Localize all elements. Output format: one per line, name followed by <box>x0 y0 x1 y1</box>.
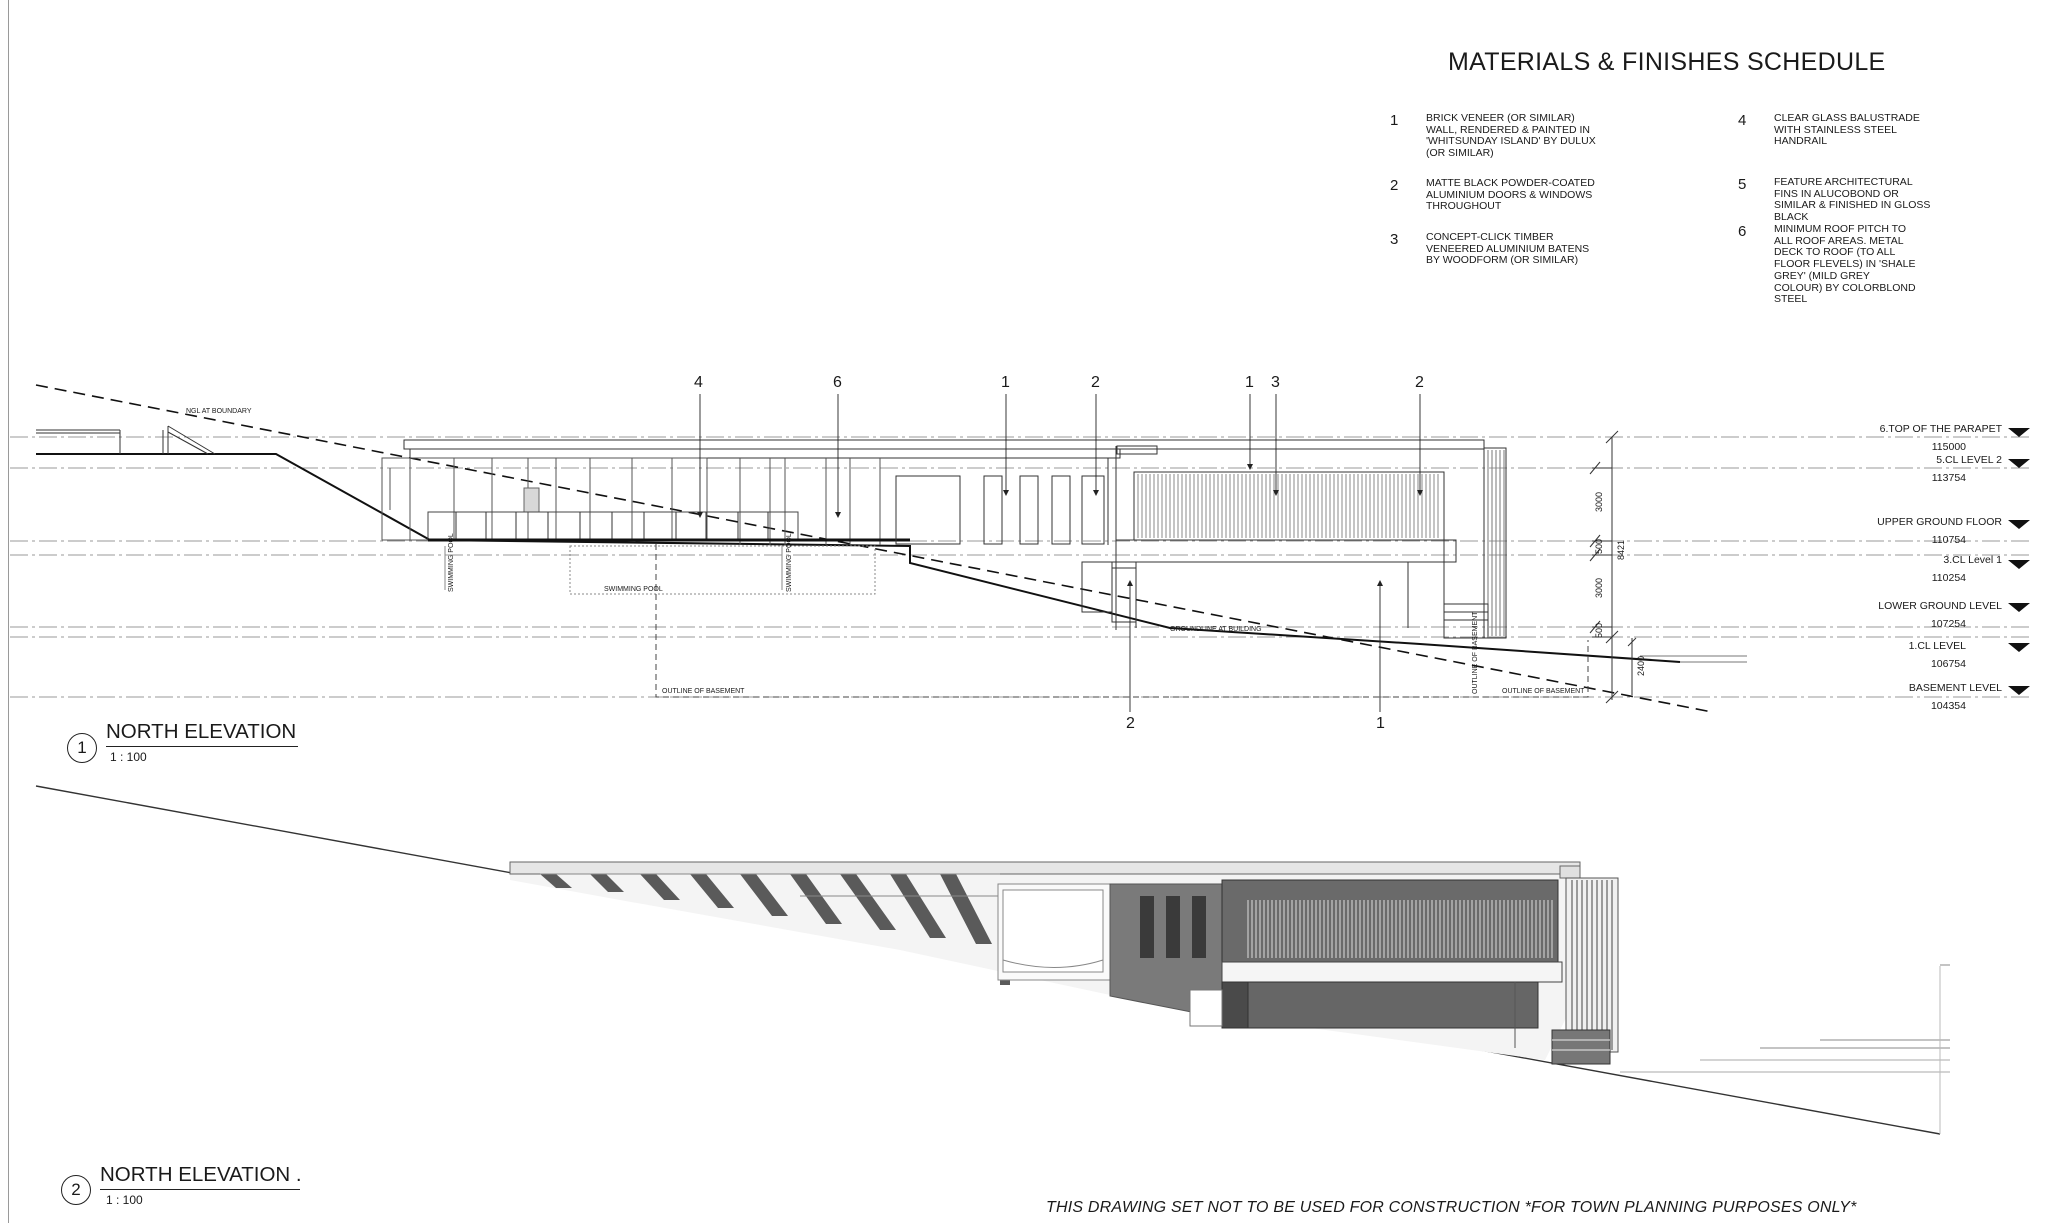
ground-profile <box>36 453 1681 663</box>
level-value: 110254 <box>1931 572 1966 584</box>
callout-doors-windows: 2 <box>1415 374 1424 391</box>
render-shadow <box>840 874 896 930</box>
boundary-fence <box>36 425 216 455</box>
render-fins <box>1571 880 1613 1050</box>
callout-doors-windows: 2 <box>1126 715 1135 732</box>
level-name: LOWER GROUND LEVEL <box>1878 600 2002 612</box>
schedule-item-text: MATTE BLACK POWDER-COATED ALUMINIUM DOOR… <box>1426 177 1595 213</box>
level-name: 1.CL LEVEL <box>1908 640 1966 652</box>
level-value: 113754 <box>1931 472 1966 484</box>
render-shadow <box>940 874 992 944</box>
dimension-label: 8421 <box>1616 539 1626 560</box>
dimension-label: 2400 <box>1636 655 1646 676</box>
dimension-label: 3000 <box>1594 577 1604 598</box>
render-shadow <box>790 874 842 924</box>
level-value: 110754 <box>1931 534 1966 546</box>
view-scale: 1 : 100 <box>110 750 147 764</box>
callout-roof: 6 <box>833 374 842 391</box>
schedule-item-number: 4 <box>1738 112 1747 129</box>
level-value: 106754 <box>1930 658 1966 670</box>
schedule-item-text: BRICK VENEER (OR SIMILAR) WALL, RENDERED… <box>1426 112 1596 160</box>
render-shadow <box>640 874 680 900</box>
level-value: 115000 <box>1931 441 1966 453</box>
callout-brick-wall: 1 <box>1376 715 1385 732</box>
sheet-border-line <box>8 0 9 1223</box>
render-battens <box>1247 900 1553 958</box>
view-title: NORTH ELEVATION <box>106 720 297 743</box>
schedule-item-text: CONCEPT-CLICK TIMBER VENEERED ALUMINIUM … <box>1426 231 1590 267</box>
schedule-item-number: 5 <box>1738 176 1747 193</box>
level-name: 3.CL Level 1 <box>1943 554 2002 566</box>
schedule-item-text: MINIMUM ROOF PITCH TO ALL ROOF AREAS. ME… <box>1774 223 1916 306</box>
callout-balustrade: 4 <box>694 374 703 391</box>
annotation-basement: OUTLINE OF BASEMENT <box>1472 611 1479 694</box>
view-title-underline <box>100 1189 300 1190</box>
roof-parapet <box>403 439 1485 459</box>
level-datum-lines <box>10 436 2030 698</box>
render-shadow <box>740 874 788 916</box>
annotation-ngl: NGL AT BOUNDARY <box>186 408 252 415</box>
level-value: 104354 <box>1930 700 1966 712</box>
level-markers <box>2008 428 2030 695</box>
render-left-glazing <box>540 873 1111 981</box>
dimension-label: 500 <box>1594 622 1604 638</box>
annotation-pool: SWIMMING POOL <box>786 533 793 592</box>
level-name: 6.TOP OF THE PARAPET <box>1879 423 2002 435</box>
level-value: 107254 <box>1930 618 1966 630</box>
annotation-groundline: GROUNDLINE AT BUILDING <box>1170 626 1262 633</box>
floor-slabs <box>1081 539 1457 630</box>
annotation-basement: OUTLINE OF BASEMENT <box>662 688 745 695</box>
view-scale: 1 : 100 <box>106 1193 143 1207</box>
dimension-string <box>1589 430 1637 704</box>
dimension-label: 500 <box>1594 538 1604 554</box>
level-name: 5.CL LEVEL 2 <box>1936 454 2002 466</box>
annotation-pool: SWIMMING POOL <box>448 533 455 592</box>
render-shadow <box>590 874 624 892</box>
view-number-badge: 1 <box>67 733 97 763</box>
level-name: UPPER GROUND FLOOR <box>1877 516 2002 528</box>
pool-deck <box>427 511 910 595</box>
callout-doors-windows: 2 <box>1091 374 1100 391</box>
schedule-item-text: CLEAR GLASS BALUSTRADE WITH STAINLESS ST… <box>1774 112 1920 148</box>
annotation-basement: OUTLINE OF BASEMENT <box>1502 688 1585 695</box>
callout-arrowheads <box>697 464 1423 586</box>
view-number-badge: 2 <box>61 1175 91 1205</box>
dimension-label: 3000 <box>1594 491 1604 512</box>
view-title-underline <box>106 746 298 747</box>
annotation-pool: SWIMMING POOL <box>604 586 663 593</box>
callout-leaders <box>699 394 1421 712</box>
schedule-title: MATERIALS & FINISHES SCHEDULE <box>1448 48 1886 76</box>
render-shadow <box>890 874 946 938</box>
level-name: BASEMENT LEVEL <box>1908 682 2002 694</box>
callout-timber-battens: 3 <box>1271 374 1280 391</box>
render-shadow <box>690 874 734 908</box>
callout-brick-wall: 1 <box>1001 374 1010 391</box>
mid-section-windows <box>895 446 1117 630</box>
schedule-item-number: 6 <box>1738 223 1747 240</box>
schedule-item-number: 1 <box>1390 112 1399 129</box>
view-title: NORTH ELEVATION . <box>100 1163 302 1186</box>
timber-battens <box>1137 474 1439 538</box>
pavilion-glazing <box>381 457 881 545</box>
callout-brick-wall: 1 <box>1245 374 1254 391</box>
planning-disclaimer: THIS DRAWING SET NOT TO BE USED FOR CONS… <box>1046 1199 1857 1216</box>
basement-outline <box>655 544 1589 698</box>
schedule-item-number: 3 <box>1390 231 1399 248</box>
schedule-item-number: 2 <box>1390 177 1399 194</box>
schedule-item-text: FEATURE ARCHITECTURAL FINS IN ALUCOBOND … <box>1774 176 1931 224</box>
render-shadow <box>540 874 572 888</box>
